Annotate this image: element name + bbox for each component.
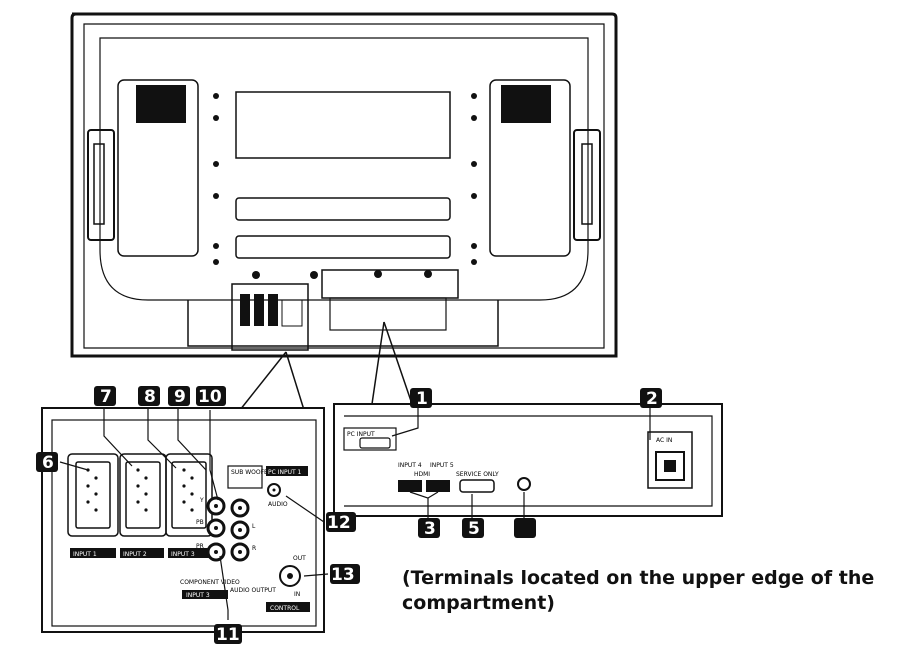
label-input5: INPUT 5 (430, 462, 454, 469)
scart-pins (86, 468, 194, 512)
scart-input1 (67, 453, 119, 537)
callout-2: 2 (640, 388, 662, 409)
label-hdmi: HDMI (414, 471, 430, 478)
caption-line-2: compartment) (402, 592, 555, 614)
zoom-leaders (239, 321, 413, 411)
label-in: IN (294, 591, 300, 598)
callout-badges: 1 2 3 5 6 7 8 9 10 11 12 13 (36, 386, 662, 645)
svg-text:2: 2 (646, 389, 658, 409)
label-input1: INPUT 1 (73, 551, 97, 558)
mini-terminal-bay (240, 294, 303, 327)
left-terminal-panel: INPUT 1 INPUT 2 INPUT 3 Y PB PR L R COMP… (41, 407, 325, 633)
callout-7: 7 (94, 386, 116, 407)
label-input2: INPUT 2 (123, 551, 147, 558)
svg-text:7: 7 (100, 387, 112, 407)
label-pc-input1: PC INPUT 1 (268, 469, 302, 476)
caption-line-1: (Terminals located on the upper edge of … (402, 567, 875, 589)
callout-3: 3 (418, 518, 440, 539)
right-terminal-panel: PC INPUT INPUT 4 INPUT 5 HDMI SERVICE ON… (333, 403, 723, 517)
screw-holes (213, 93, 477, 279)
callout-12: 12 (326, 512, 356, 533)
svg-text:9: 9 (174, 387, 186, 407)
callout-blank (514, 518, 536, 538)
label-service-only: SERVICE ONLY (456, 471, 499, 478)
label-pr: PR (196, 543, 204, 550)
callout-9: 9 (168, 386, 190, 407)
callout-5: 5 (462, 518, 484, 539)
label-ac-in: AC IN (656, 437, 672, 444)
callout-13: 13 (330, 564, 360, 585)
svg-text:13: 13 (331, 565, 355, 585)
label-pc-input-top: PC INPUT (347, 431, 375, 438)
svg-text:8: 8 (144, 387, 156, 407)
callout-10: 10 (196, 386, 226, 407)
svg-text:10: 10 (198, 387, 222, 407)
tv-rear-body (70, 12, 618, 358)
label-out: OUT (293, 555, 306, 562)
label-audio: AUDIO (268, 501, 288, 508)
callout-6: 6 (36, 452, 58, 473)
label-sub-woofer: SUB WOOFER (231, 469, 272, 476)
svg-text:5: 5 (468, 519, 480, 539)
terminals-caption: (Terminals located on the upper edge of … (402, 566, 892, 616)
scart-input3 (165, 453, 213, 537)
svg-text:3: 3 (424, 519, 436, 539)
label-y: Y (199, 497, 204, 504)
label-pb: PB (196, 519, 204, 526)
svg-text:6: 6 (42, 453, 54, 473)
svg-text:11: 11 (216, 625, 240, 645)
label-r: R (252, 545, 256, 552)
label-input3b: INPUT 3 (186, 592, 210, 599)
label-audio-output: AUDIO OUTPUT (230, 587, 276, 594)
label-component-video: COMPONENT VIDEO (180, 579, 240, 586)
label-control: CONTROL (270, 605, 300, 612)
svg-text:12: 12 (327, 513, 351, 533)
label-l: L (252, 523, 256, 530)
callout-11: 11 (214, 624, 242, 645)
svg-text:1: 1 (416, 389, 428, 409)
callout-1: 1 (410, 388, 432, 409)
label-input4: INPUT 4 (398, 462, 422, 469)
label-input3: INPUT 3 (171, 551, 195, 558)
callout-8: 8 (138, 386, 160, 407)
callout-leaders (59, 402, 651, 620)
